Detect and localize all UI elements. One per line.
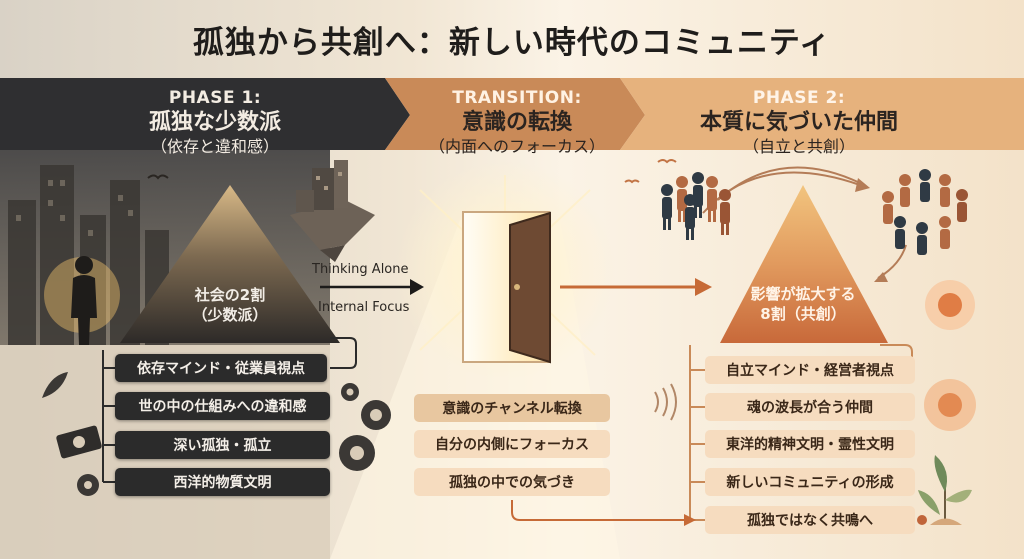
transition-subtitle: （内面へのフォーカス） (428, 136, 605, 156)
wave-icon (654, 383, 677, 421)
phase2-pyramid (720, 185, 888, 343)
phase2-tag: PHASE 2: (752, 88, 846, 108)
phase1-item: 西洋的物質文明 (115, 468, 330, 496)
phase1-pyramid-label: 社会の2割 （少数派） (165, 286, 295, 325)
flow-thinking-label: Thinking Alone (312, 262, 409, 277)
transition-item: 孤独の中での気づき (414, 468, 610, 496)
phase2-item: 自立マインド・経営者視点 (705, 356, 915, 384)
phase2-subtitle: （自立と共創） (742, 136, 855, 156)
phase1-item: 依存マインド・従業員視点 (115, 354, 327, 382)
people-group-icon (661, 172, 731, 240)
phase1-pyramid (120, 185, 340, 343)
page-title: 孤独から共創へ：新しい時代のコミュニティ (192, 24, 832, 61)
transition-tag: TRANSITION: (452, 88, 582, 108)
phase2-header: PHASE 2: 本質に気づいた仲間 （自立と共創） (664, 88, 934, 157)
floating-island-icon (290, 160, 375, 262)
phase1-item: 深い孤独・孤立 (115, 431, 330, 459)
leaf-icon (42, 372, 68, 398)
phase1-item: 世の中の仕組みへの違和感 (115, 392, 330, 420)
phase2-item: 魂の波長が合う仲間 (705, 393, 915, 421)
phase2-pyramid-line1: 影響が拡大する (750, 285, 856, 303)
phase2-item: 東洋的精神文明・霊性文明 (705, 430, 915, 458)
flow-focus-label: Internal Focus (318, 300, 410, 315)
phase1-title: 孤独な少数派 (148, 110, 281, 136)
phase2-item: 孤独ではなく共鳴へ (705, 506, 915, 534)
gear-icon (77, 383, 391, 496)
person-icon (71, 256, 97, 345)
phase2-pyramid-line2: 8割（共創） (760, 304, 846, 323)
bird-icon (624, 179, 640, 184)
phase1-pyramid-line2: （少数派） (192, 305, 268, 324)
money-icon (56, 425, 102, 459)
phase1-header: PHASE 1: 孤独な少数派 （依存と違和感） (70, 88, 360, 157)
plant-icon (917, 455, 972, 525)
phase2-pyramid-label: 影響が拡大する 8割（共創） (733, 285, 873, 324)
transition-item: 自分の内側にフォーカス (414, 430, 610, 458)
people-circle-icon (882, 169, 968, 255)
phase1-subtitle: （依存と違和感） (150, 136, 279, 156)
phase1-tag: PHASE 1: (168, 88, 262, 108)
transition-item: 意識のチャンネル転換 (414, 394, 610, 422)
phase2-item: 新しいコミュニティの形成 (705, 468, 915, 496)
bird-icon (657, 159, 677, 164)
bird-icon (147, 174, 169, 180)
transition-header: TRANSITION: 意識の転換 （内面へのフォーカス） (392, 88, 642, 157)
door-icon (462, 211, 551, 364)
phase2-title: 本質に気づいた仲間 (699, 110, 898, 136)
phase1-pyramid-line1: 社会の2割 (194, 286, 266, 304)
transition-title: 意識の転換 (461, 110, 572, 136)
